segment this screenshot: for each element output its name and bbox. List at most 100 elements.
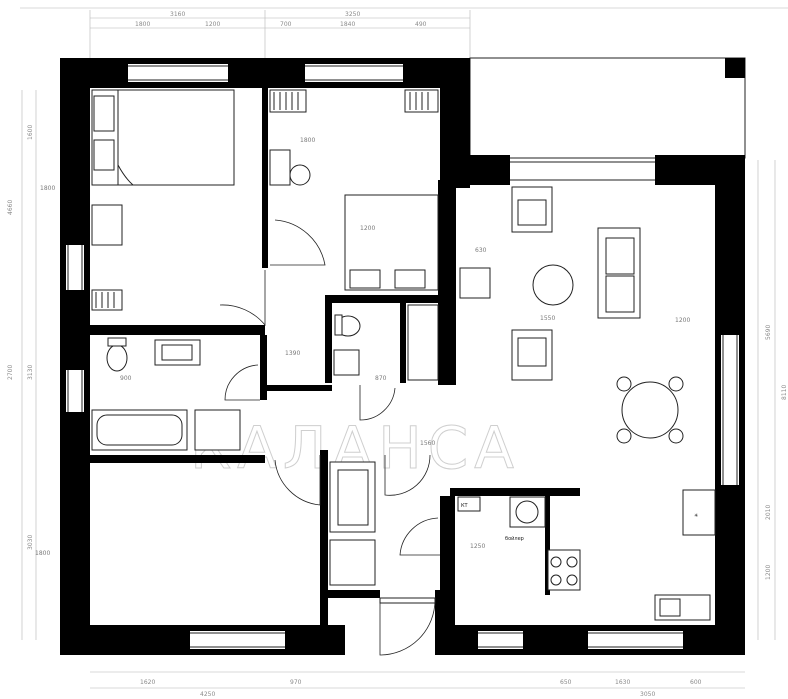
sofa-cushion-2 [605, 275, 635, 313]
bedroom-1: 1800 [40, 89, 235, 311]
room-dim-11: 1560 [420, 440, 435, 447]
dim-bottom-3: 4250 [200, 691, 215, 698]
bedroom-3: 1800 [35, 461, 376, 586]
dim-right-3: 2010 [765, 505, 772, 520]
dim-left-5: 3030 [27, 535, 34, 550]
armchair-2-seat [517, 337, 547, 367]
dim-top-1: 3160 [170, 11, 185, 18]
dim-bottom-6: 600 [690, 679, 702, 686]
toilet-tank-1 [107, 337, 127, 347]
top-dimensions: 3160 1800 1200 3250 700 1840 490 [20, 7, 788, 58]
desk [269, 149, 291, 186]
washing-machine [194, 409, 241, 451]
room-dim-2: 1200 [360, 225, 375, 232]
dining-chair-4 [668, 428, 684, 444]
dim-top-5: 700 [280, 21, 292, 28]
washer-drum [515, 500, 539, 524]
dining-chair-2 [668, 376, 684, 392]
room-dim-8: 1250 [470, 543, 485, 550]
door-wardrobe [384, 454, 431, 496]
dim-right-4: 1200 [765, 565, 772, 580]
interior-walls [90, 88, 580, 625]
pillow-1 [93, 95, 115, 132]
dim-left-2: 1600 [27, 125, 34, 140]
radiator-2 [269, 89, 307, 113]
coffee-table [532, 264, 574, 306]
bathroom-1: 900 [91, 337, 241, 451]
dining-table [621, 381, 679, 439]
dining-chair-3 [616, 428, 632, 444]
left-dimensions: 4660 1600 3130 2700 3030 [7, 90, 37, 640]
fridge-symbol: ✳ [694, 513, 698, 519]
dim-bottom-5: 1630 [615, 679, 630, 686]
bedroom-2: 1200 [269, 89, 439, 291]
kt-box [457, 496, 481, 512]
chair [289, 164, 311, 186]
pillow-3 [349, 269, 381, 289]
dim-top-3: 1200 [205, 21, 220, 28]
right-dimensions: 5690 8110 2010 1200 [757, 160, 788, 640]
pillow-2 [93, 139, 115, 171]
door-bedroom-2 [270, 219, 326, 266]
wardrobe [91, 204, 123, 246]
dim-top-7: 490 [415, 21, 427, 28]
exterior-walls [60, 57, 746, 655]
room-dim-4: 870 [375, 375, 387, 382]
door-kitchen [399, 517, 440, 556]
room-dim-3: 900 [120, 375, 132, 382]
sink-basin-1 [161, 344, 193, 361]
bed [91, 89, 235, 186]
toilet-tank-2 [334, 314, 343, 336]
room-dim-5: 1550 [540, 315, 555, 322]
boiler-label: бойлер [505, 535, 524, 542]
dim-bottom-2: 970 [290, 679, 302, 686]
door-bedroom-1 [219, 270, 266, 327]
toilet-1 [106, 344, 128, 372]
wardrobe-2-inner [337, 469, 369, 526]
dim-top-6: 1840 [340, 21, 355, 28]
bottom-dimensions: 1620 970 4250 650 1630 600 3050 [90, 671, 745, 698]
dim-bottom-7: 3050 [640, 691, 655, 698]
room-dim-9: 1800 [35, 550, 50, 557]
room-dim-6: 1200 [675, 317, 690, 324]
dim-left-1: 4660 [7, 200, 14, 215]
dim-top-2: 1800 [135, 21, 150, 28]
door-bathroom-2 [359, 385, 396, 421]
kitchen-sink-bowl [659, 598, 681, 617]
dim-bottom-1: 1620 [140, 679, 155, 686]
door-bathroom-1 [224, 364, 260, 401]
doors [219, 219, 440, 656]
room-dim-1: 1800 [40, 185, 55, 192]
shower-tray [459, 267, 491, 299]
bathroom-2: 870 [333, 267, 491, 382]
fridge [682, 489, 716, 536]
dim-bottom-4: 650 [560, 679, 572, 686]
dim-left-4: 2700 [7, 365, 14, 380]
door-entrance [379, 599, 436, 656]
kt-label: КТ [461, 503, 469, 509]
kitchen: КТ бойлер 1250 [457, 496, 711, 621]
room-dim-10: 1390 [285, 350, 300, 357]
burner-2 [566, 556, 578, 568]
room-dim-7: 630 [475, 247, 487, 254]
pillow-4 [394, 269, 426, 289]
sink-2 [333, 349, 360, 376]
dim-left-3: 3130 [27, 365, 34, 380]
dining-chair-1 [616, 376, 632, 392]
shoe-cabinet [329, 539, 376, 586]
shower [407, 304, 439, 381]
burner-1 [550, 556, 562, 568]
armchair-1-seat [517, 199, 547, 226]
dim-right-2: 8110 [781, 385, 788, 400]
burner-3 [550, 574, 562, 586]
door-bedroom-3 [274, 455, 321, 506]
dim-right-1: 5690 [765, 325, 772, 340]
living-room: ✳ 1550 1200 630 [475, 186, 716, 536]
burner-4 [566, 574, 578, 586]
sofa-cushion-1 [605, 237, 635, 275]
dim-top-4: 3250 [345, 11, 360, 18]
room-dim-12: 1800 [300, 137, 315, 144]
bathtub-inner [96, 414, 183, 446]
entrance-threshold [379, 597, 436, 604]
